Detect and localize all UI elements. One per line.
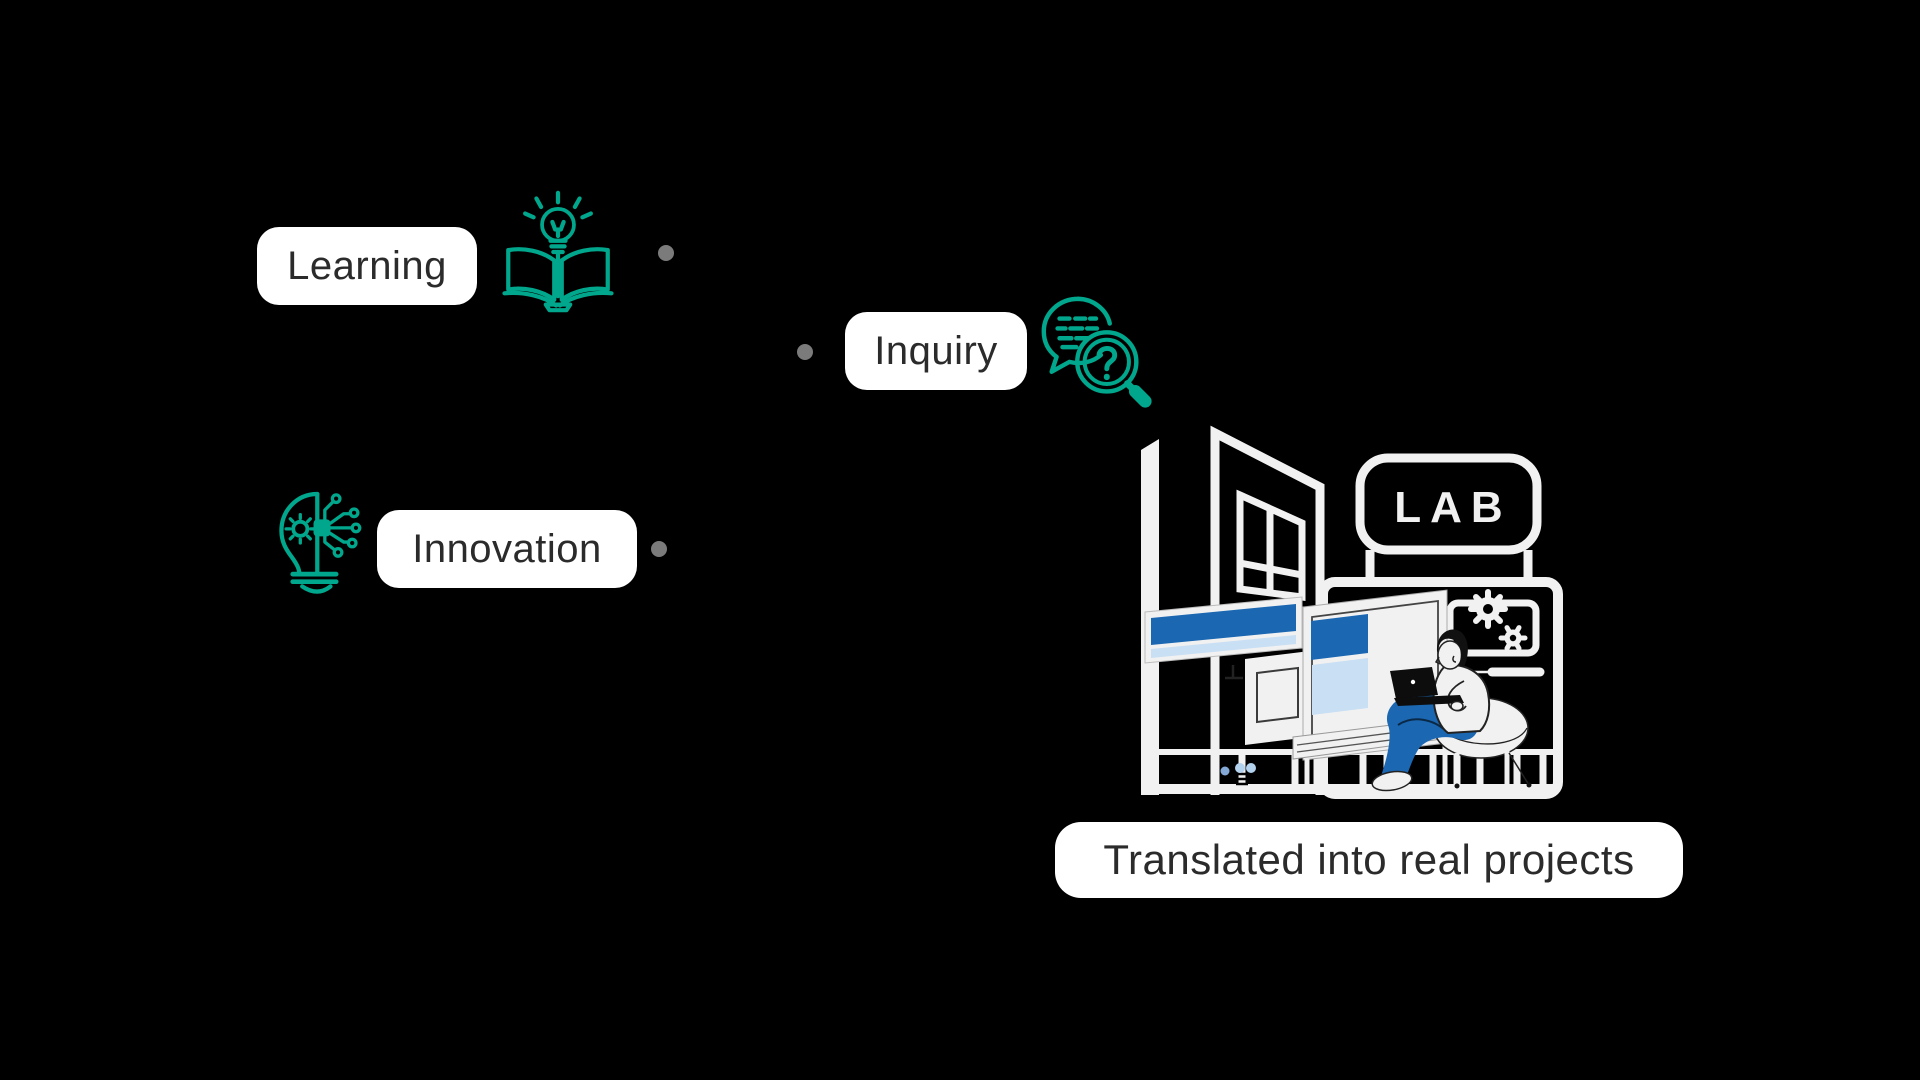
book-lightbulb-icon [502, 190, 614, 313]
screen-window-blue [1311, 614, 1368, 660]
gear-icon [1468, 589, 1508, 629]
outcome-label-pill: Translated into real projects [1055, 822, 1683, 898]
small-monitor [1144, 596, 1303, 680]
screen-window-lightblue [1312, 658, 1368, 715]
connector-dot [797, 344, 813, 360]
lab-scene-illustration: LAB [1141, 425, 1563, 799]
learning-label-pill: Learning [257, 227, 477, 305]
person-illustration [1371, 629, 1491, 792]
inquiry-label: Inquiry [874, 328, 998, 373]
speech-bubble-magnifier-icon [1041, 296, 1152, 408]
poster-board [1245, 651, 1310, 745]
inquiry-label-pill: Inquiry [845, 312, 1027, 390]
connector-dot [651, 541, 667, 557]
outcome-label: Translated into real projects [1103, 836, 1635, 883]
learning-label: Learning [287, 243, 447, 288]
lab-sign-text: LAB [1394, 483, 1511, 532]
hand [1450, 700, 1464, 712]
lightbulb-circuit-gear-icon [279, 491, 362, 594]
lab-sign: LAB [1355, 453, 1542, 582]
gears-panel [1446, 589, 1540, 657]
cable-dots [1220, 763, 1256, 776]
connector-dot [658, 245, 674, 261]
gear-icon [1498, 625, 1528, 651]
head [1437, 640, 1463, 670]
innovation-label-pill: Innovation [377, 510, 637, 588]
door-window [1236, 489, 1306, 601]
hair [1436, 629, 1468, 667]
shoe [1371, 770, 1413, 792]
innovation-label: Innovation [412, 526, 602, 571]
laptop [1390, 667, 1464, 706]
